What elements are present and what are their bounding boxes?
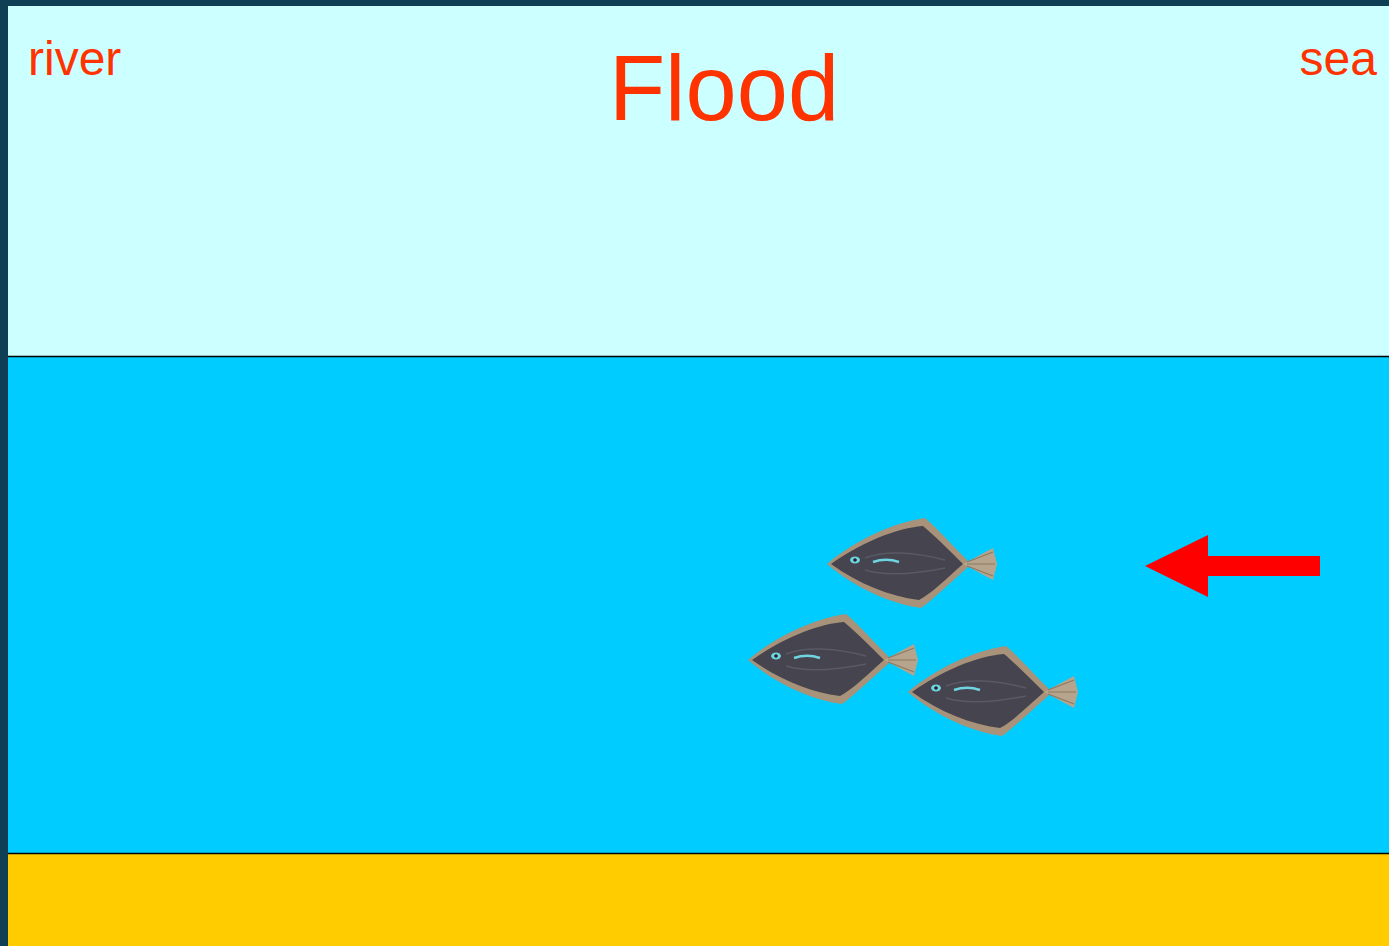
air-band xyxy=(8,6,1389,356)
flounder-fish xyxy=(827,518,997,608)
water-band xyxy=(8,356,1389,853)
water-surface-line xyxy=(8,356,1389,358)
place-label: river xyxy=(28,35,121,83)
diagram-title: Flood xyxy=(609,42,839,134)
sand-band xyxy=(8,853,1389,946)
bottom-line xyxy=(8,853,1389,855)
flow-arrow-head xyxy=(1145,535,1208,597)
flounder-fish xyxy=(748,614,918,704)
flounder-fish xyxy=(908,646,1078,736)
place-label: sea xyxy=(1300,35,1377,83)
flow-arrow xyxy=(1200,556,1320,576)
